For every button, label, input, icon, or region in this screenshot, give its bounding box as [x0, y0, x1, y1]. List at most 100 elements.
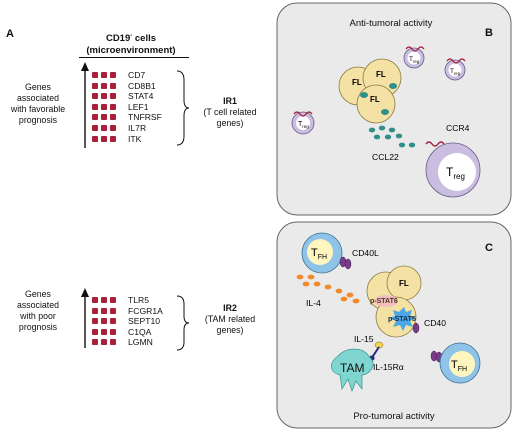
favorable-line-2: associated	[16, 93, 60, 103]
treg-cell-large: Treg	[425, 142, 481, 198]
pstat5-label: p-STAT5	[388, 316, 416, 323]
fl-nuclei	[360, 83, 397, 115]
il15-label: IL-15	[354, 334, 374, 344]
header-underline	[79, 57, 189, 58]
gene-expression-square	[110, 297, 116, 303]
treg-cell: Treg	[291, 111, 315, 135]
panel-a-letter: A	[6, 28, 14, 40]
gene-expression-square	[110, 82, 116, 89]
panel-c-letter: C	[485, 242, 493, 254]
ir2-block: IR2 (TAM related genes)	[190, 303, 270, 336]
gene-expression-square	[110, 318, 116, 325]
gene-sept10: SEPT10	[128, 316, 161, 327]
gene-expression-square	[110, 307, 116, 314]
gene-expression-square	[110, 328, 116, 335]
ir1-block: IR1 (T cell related genes)	[190, 96, 270, 129]
fl-cell-label: FL	[376, 70, 386, 79]
treg-label: Treg	[298, 121, 309, 129]
gene-expression-square	[92, 328, 98, 335]
header-minus: -	[130, 33, 133, 39]
ccl22-label: CCL22	[372, 152, 399, 162]
gene-expression-square	[101, 93, 107, 100]
tfh-label: TFH	[311, 247, 327, 261]
ir2-desc-1: (TAM related	[204, 314, 256, 324]
gene-cd7: CD7	[128, 70, 146, 80]
gene-il7r: IL7R	[128, 122, 147, 133]
gene-expression-square	[92, 318, 98, 325]
cd40-label: CD40	[424, 318, 446, 328]
gene-expression-square	[92, 72, 98, 78]
poor-gene-list: TLR5 FCGR1A SEPT10 C1QA LGMN	[128, 295, 163, 348]
gene-expression-square	[101, 328, 107, 335]
microenvironment-header: CD19- cells (microenvironment)	[72, 30, 190, 57]
gene-c1qa: C1QA	[128, 326, 152, 337]
fl-cell-cluster: FL FL FL	[338, 58, 402, 124]
pstat5-burst-icon	[389, 307, 416, 331]
poor-line-3: with poor	[20, 311, 56, 321]
gene-expression-square	[92, 339, 98, 346]
gene-expression-square	[110, 72, 116, 78]
gene-expression-square	[110, 93, 116, 100]
il4-cytokine-dots	[296, 274, 360, 304]
gene-stat4: STAT4	[128, 91, 154, 102]
favorable-prognosis-label: Genes associated with favorable prognosi…	[2, 82, 74, 126]
ir2-label: IR2	[223, 303, 237, 313]
panel-b: Anti-tumoral activity B FL FL FL	[276, 2, 512, 216]
gene-expression-square	[110, 339, 116, 346]
cd40l-label: CD40L	[352, 248, 379, 258]
il15ra-label: IL-15Rα	[373, 362, 404, 372]
header-cd19: CD19	[105, 33, 131, 45]
tfh-cell: TFH	[301, 232, 343, 274]
il15-ligand-icon	[369, 341, 384, 361]
favorable-gene-grid	[92, 72, 120, 148]
poor-arrow	[81, 288, 89, 348]
fl-cell: FL	[386, 265, 422, 301]
poor-prognosis-label: Genes associated with poor prognosis	[2, 289, 74, 333]
gene-expression-square	[92, 103, 98, 110]
fl-cell-label: FL	[399, 279, 409, 288]
gene-expression-square	[92, 93, 98, 100]
gene-expression-square	[110, 125, 116, 131]
tfh-label: TFH	[451, 359, 467, 373]
gene-lgmn: LGMN	[128, 337, 153, 348]
panel-c-title: Pro-tumoral activity	[353, 411, 435, 422]
gene-expression-square	[101, 82, 107, 89]
poor-gene-grid	[92, 297, 120, 351]
panel-b-title: Anti-tumoral activity	[350, 18, 433, 29]
gene-expression-square	[92, 135, 98, 142]
tam-label: TAM	[340, 361, 364, 375]
gene-expression-square	[92, 297, 98, 303]
ccr4-receptor-icon	[425, 141, 445, 147]
header-microenvironment: (microenvironment)	[86, 45, 176, 57]
favorable-line-3: with favorable	[10, 104, 66, 114]
gene-expression-square	[101, 114, 107, 121]
gene-expression-square	[101, 125, 107, 131]
treg-large-label: Treg	[446, 165, 465, 181]
treg-label: Treg	[409, 56, 420, 64]
favorable-arrow	[81, 62, 89, 148]
favorable-line-1: Genes	[25, 82, 51, 92]
ir2-desc-2: genes)	[216, 325, 244, 335]
header-cells: cells	[132, 33, 157, 45]
ir1-desc-2: genes)	[216, 118, 244, 128]
pstat6-burst-icon	[374, 295, 398, 307]
gene-expression-square	[92, 125, 98, 131]
gene-expression-square	[92, 82, 98, 89]
ccr4-label: CCR4	[446, 123, 470, 133]
gene-expression-square	[92, 307, 98, 314]
gene-expression-square	[101, 297, 107, 303]
gene-expression-square	[110, 103, 116, 110]
favorable-line-4: prognosis	[18, 115, 58, 125]
gene-lef1: LEF1	[128, 101, 149, 112]
treg-cell: Treg	[444, 58, 466, 81]
treg-label: Treg	[450, 68, 461, 76]
tfh-cell: TFH	[439, 342, 481, 384]
ir1-desc-1: (T cell related	[203, 107, 257, 117]
panel-c-canvas: C Pro-tumoral activity TFH CD40L IL-4	[276, 221, 512, 429]
gene-expression-square	[101, 339, 107, 346]
ir1-label: IR1	[223, 96, 237, 106]
gene-tlr5: TLR5	[128, 295, 150, 305]
gene-expression-square	[110, 135, 116, 142]
gene-expression-square	[101, 318, 107, 325]
gene-cd8b1: CD8B1	[128, 80, 156, 91]
